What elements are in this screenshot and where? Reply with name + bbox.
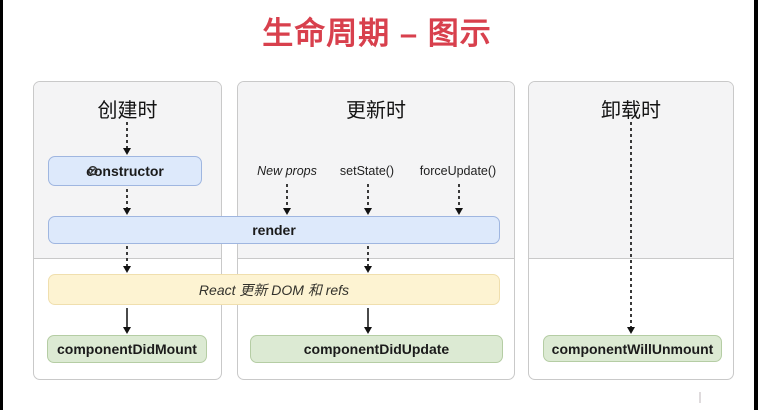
arrow-react-update-to-did-update bbox=[367, 308, 369, 328]
node-constructor-label: constructor bbox=[86, 163, 164, 179]
arrow-render-to-react-update-create bbox=[126, 246, 128, 267]
column-update-header: 更新时 bbox=[346, 100, 406, 122]
node-render-label: render bbox=[252, 222, 296, 238]
trigger-set-state: setState() bbox=[339, 164, 395, 178]
node-component-did-update: componentDidUpdate bbox=[250, 335, 503, 363]
arrow-create-header-to-constructor bbox=[126, 122, 128, 149]
mouse-cursor-artifact bbox=[699, 392, 701, 403]
node-did-update-label: componentDidUpdate bbox=[303, 341, 450, 357]
column-unmount-header: 卸载时 bbox=[601, 100, 661, 122]
node-react-update-dom-refs: React 更新 DOM 和 refs bbox=[48, 274, 500, 305]
left-edge-strip bbox=[0, 0, 3, 410]
arrow-set-state-to-render bbox=[367, 184, 369, 209]
trigger-force-update: forceUpdate() bbox=[419, 164, 497, 178]
blocked-cursor-icon: ⊘ bbox=[87, 162, 99, 178]
node-will-unmount-label: componentWillUnmount bbox=[551, 340, 714, 357]
node-component-will-unmount: componentWillUnmount bbox=[543, 335, 722, 362]
trigger-new-props: New props bbox=[257, 164, 317, 178]
column-create-header: 创建时 bbox=[97, 100, 158, 122]
node-did-mount-label: componentDidMount bbox=[57, 341, 197, 357]
arrow-new-props-to-render bbox=[286, 184, 288, 209]
node-constructor: ⊘ constructor bbox=[48, 156, 202, 186]
arrow-constructor-to-render bbox=[126, 189, 128, 209]
right-edge-strip bbox=[754, 0, 758, 410]
arrow-render-to-react-update-update bbox=[367, 246, 369, 267]
arrow-force-update-to-render bbox=[458, 184, 460, 209]
arrow-react-update-to-did-mount bbox=[126, 308, 128, 328]
node-react-update-label: React 更新 DOM 和 refs bbox=[198, 281, 350, 298]
node-render: render bbox=[48, 216, 500, 244]
page-title: 生命周期 – 图示 bbox=[262, 16, 492, 51]
node-component-did-mount: componentDidMount bbox=[47, 335, 207, 363]
arrow-unmount-header-to-will-unmount bbox=[630, 122, 632, 328]
